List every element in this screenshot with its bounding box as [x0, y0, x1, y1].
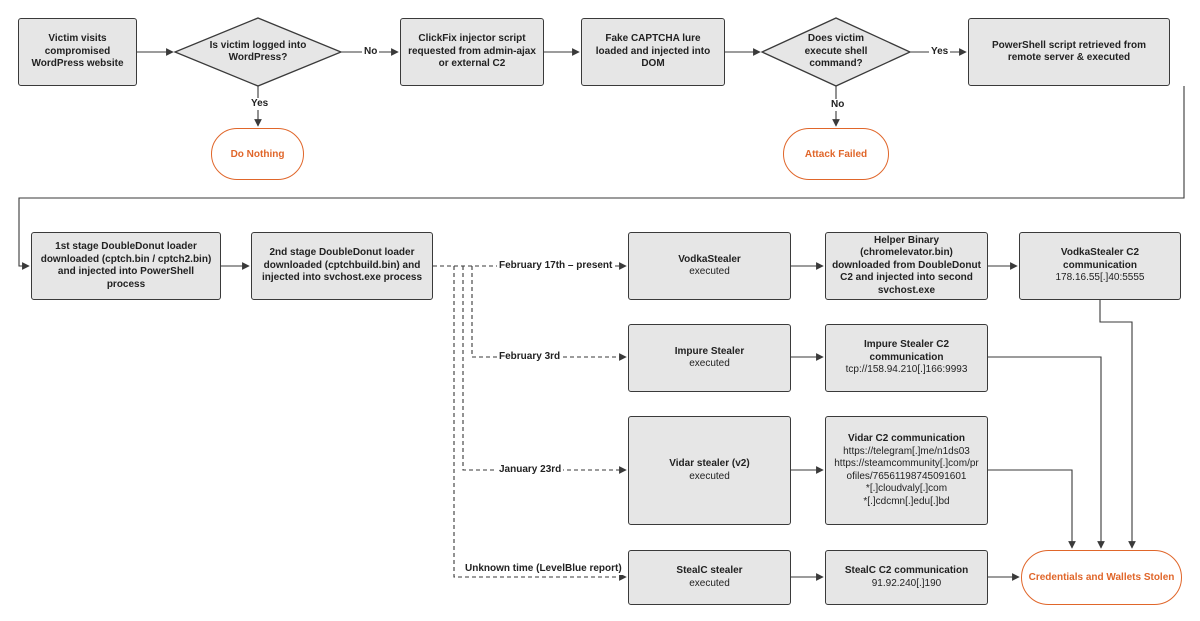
edge-vidarc2-to-credentials: [988, 469, 1076, 549]
vodkastealer-c2-title: VodkaStealer C2 communication: [1060, 247, 1140, 271]
impure-stealer-title: Impure Stealer: [674, 345, 745, 357]
vodkastealer-title: VodkaStealer: [678, 253, 741, 265]
victim-visits-box: Victim visits compromised WordPress webs…: [18, 18, 137, 86]
edge-powershell-to-stage1: [18, 86, 1185, 270]
decision-logged-in-diamond: [173, 17, 343, 87]
impure-stealer-sub: executed: [689, 358, 730, 369]
stage1-loader-label: 1st stage DoubleDonut loader downloaded …: [40, 241, 212, 290]
powershell-retrieved-box: PowerShell script retrieved from remote …: [968, 18, 1170, 86]
edge-label-no-1: No: [362, 46, 380, 58]
vodkastealer-sub: executed: [689, 266, 730, 277]
edge-label-no-2: No: [829, 99, 847, 111]
edge-branch-unknown: [453, 266, 627, 581]
victim-visits-label: Victim visits compromised WordPress webs…: [31, 33, 124, 70]
clickfix-injector-label: ClickFix injector script requested from …: [408, 33, 536, 70]
vidar-c2-line3: *[.]cloudvaly[.]com: [865, 483, 948, 494]
vodkastealer-c2-box: VodkaStealer C2 communication 178.16.55[…: [1019, 232, 1181, 300]
powershell-retrieved-label: PowerShell script retrieved from remote …: [992, 39, 1146, 64]
stealc-stealer-sub: executed: [689, 577, 730, 589]
impure-c2-value: tcp://158.94.210[.]166:9993: [845, 364, 968, 376]
edge-label-feb3: February 3rd: [497, 351, 563, 363]
vodkastealer-c2-value: 178.16.55[.]40:5555: [1055, 272, 1145, 284]
impure-c2-box: Impure Stealer C2 communication tcp://15…: [825, 324, 988, 392]
stage2-loader-label: 2nd stage DoubleDonut loader downloaded …: [261, 247, 423, 284]
edge-impurec2-to-credentials: [988, 356, 1105, 549]
edge-label-feb17: February 17th – present: [497, 260, 615, 272]
decision-execute-diamond: [760, 17, 912, 87]
edge-label-jan23: January 23rd: [497, 464, 564, 476]
edge-label-yes-2: Yes: [929, 46, 951, 58]
vidar-c2-line2: https://steamcommunity[.]com/profiles/76…: [834, 458, 979, 482]
edge-vodkac2-to-credentials: [1099, 300, 1136, 549]
edge-label-unknown: Unknown time (LevelBlue report): [463, 563, 624, 575]
stage2-loader-box: 2nd stage DoubleDonut loader downloaded …: [251, 232, 433, 300]
stealc-c2-value: 91.92.240[.]190: [871, 577, 942, 589]
credentials-stolen-label: Credentials and Wallets Stolen: [1028, 572, 1175, 583]
impure-c2-title: Impure Stealer C2 communication: [863, 339, 950, 363]
vidar-c2-line4: *[.]cdcmn[.]edu[.]bd: [863, 495, 950, 507]
stealc-c2-title: StealC C2 communication: [844, 565, 969, 576]
vidar-stealer-title: Vidar stealer (v2): [669, 458, 750, 469]
vidar-c2-line1: https://telegram[.]me/n1ds03: [843, 445, 970, 457]
vidar-c2-title: Vidar C2 communication: [847, 433, 966, 444]
stealc-stealer-title: StealC stealer: [676, 565, 743, 576]
fake-captcha-box: Fake CAPTCHA lure loaded and injected in…: [581, 18, 725, 86]
do-nothing-label: Do Nothing: [230, 148, 285, 160]
attack-failed-label: Attack Failed: [804, 148, 868, 160]
stealc-stealer-box: StealC stealer executed: [628, 550, 791, 605]
vidar-c2-box: Vidar C2 communication https://telegram[…: [825, 416, 988, 525]
stealc-c2-box: StealC C2 communication 91.92.240[.]190: [825, 550, 988, 605]
vodkastealer-box: VodkaStealer executed: [628, 232, 791, 300]
do-nothing-terminal: Do Nothing: [211, 128, 304, 180]
credentials-stolen-terminal: Credentials and Wallets Stolen: [1021, 550, 1182, 605]
vidar-stealer-sub: executed: [689, 470, 730, 482]
clickfix-injector-box: ClickFix injector script requested from …: [400, 18, 544, 86]
edge-branch-jan23: [462, 266, 627, 474]
stage1-loader-box: 1st stage DoubleDonut loader downloaded …: [31, 232, 221, 300]
fake-captcha-label: Fake CAPTCHA lure loaded and injected in…: [595, 33, 711, 70]
edge-label-yes-1: Yes: [249, 98, 271, 110]
attack-failed-terminal: Attack Failed: [783, 128, 889, 180]
impure-stealer-box: Impure Stealer executed: [628, 324, 791, 392]
edge-branch-feb3: [471, 266, 627, 361]
helper-binary-box: Helper Binary (chromelevator.bin) downlo…: [825, 232, 988, 300]
helper-binary-label: Helper Binary (chromelevator.bin) downlo…: [832, 234, 981, 296]
vidar-stealer-box: Vidar stealer (v2) executed: [628, 416, 791, 525]
